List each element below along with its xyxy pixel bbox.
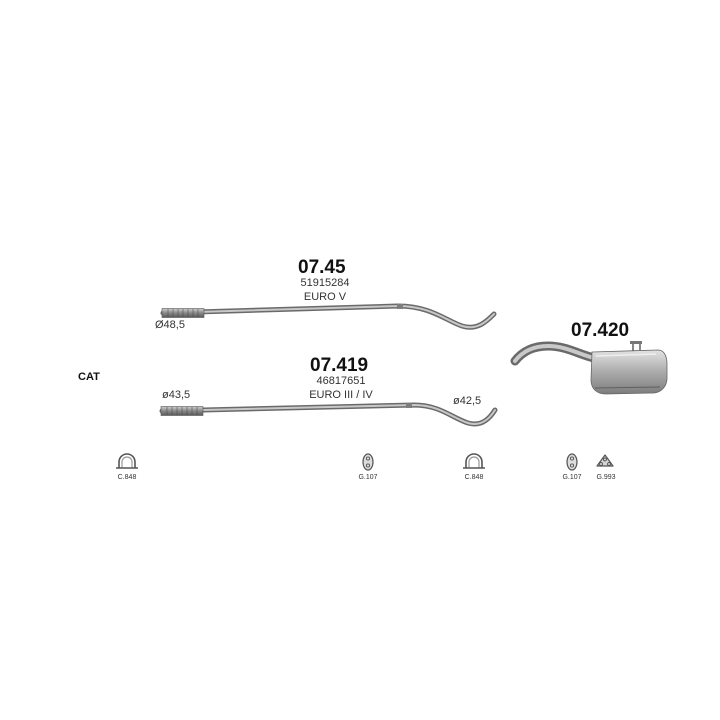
part-code-07-45: 07.45 bbox=[298, 257, 346, 278]
fitting-label: G.993 bbox=[596, 474, 616, 481]
triple-hole-mount-icon bbox=[596, 454, 614, 467]
clamp-icon bbox=[116, 453, 138, 469]
clamp-icon bbox=[463, 453, 485, 469]
diameter-in-07-419: ø43,5 bbox=[162, 389, 191, 401]
rubber-mount-icon bbox=[362, 453, 374, 471]
fitting-label: C.848 bbox=[117, 474, 137, 481]
pipe-07-45 bbox=[160, 303, 497, 330]
cat-label: CAT bbox=[78, 371, 100, 383]
part-ref-07-45: 51915284 bbox=[300, 277, 350, 289]
fitting-label: G.107 bbox=[562, 474, 582, 481]
pipe-07-419 bbox=[159, 402, 498, 427]
part-ref-07-419: 46817651 bbox=[316, 375, 366, 387]
part-norm-07-45: EURO V bbox=[303, 291, 347, 303]
part-code-07-419: 07.419 bbox=[310, 355, 369, 376]
fitting-label: G.107 bbox=[358, 474, 378, 481]
fitting-label: C.848 bbox=[464, 474, 484, 481]
diameter-out-07-419: ø42,5 bbox=[453, 395, 482, 407]
diameter-07-45: Ø48,5 bbox=[155, 319, 185, 331]
rear-silencer-07-420 bbox=[510, 341, 668, 395]
rubber-mount-icon bbox=[566, 453, 578, 471]
part-norm-07-419: EURO III / IV bbox=[309, 389, 373, 401]
part-code-07-420: 07.420 bbox=[571, 320, 630, 341]
